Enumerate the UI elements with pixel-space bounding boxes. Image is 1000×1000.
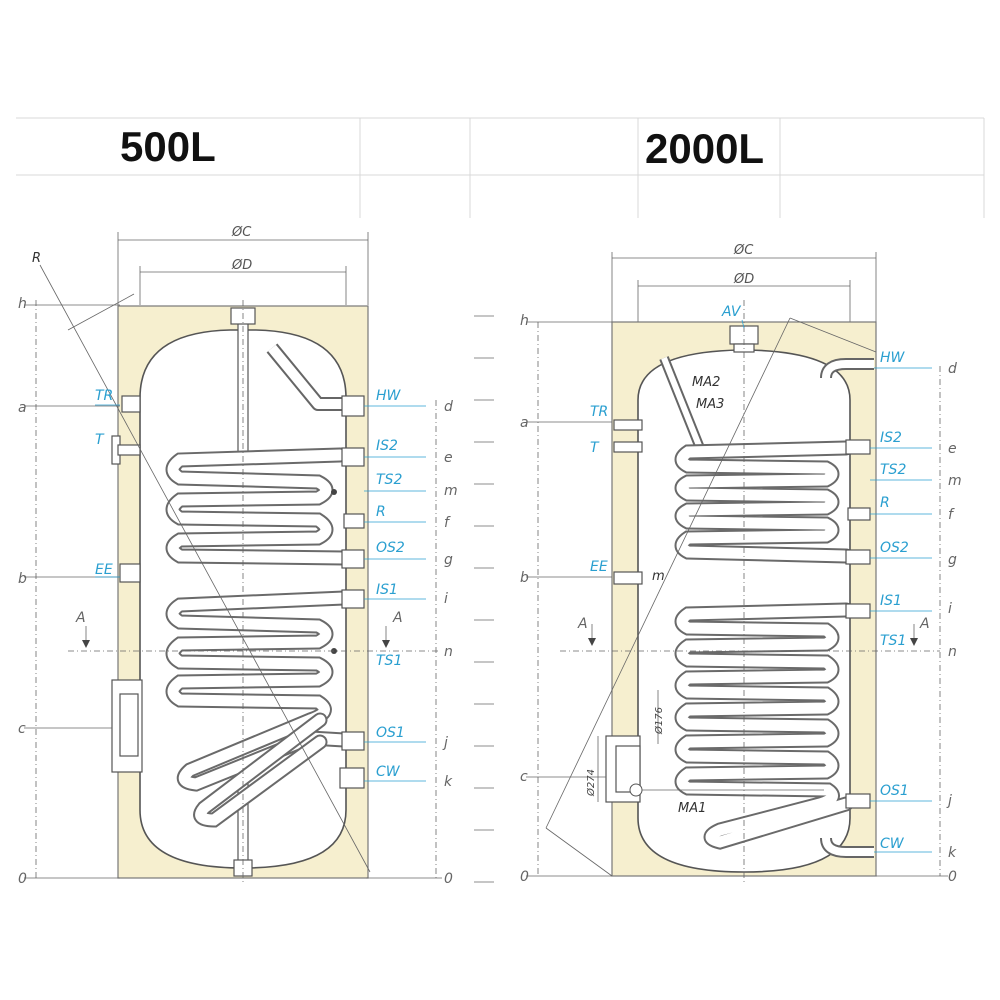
left-levels-500: h a b c 0	[18, 296, 27, 887]
level-b-500: b	[18, 571, 27, 587]
right-levels-2000: d e m f g i n j k 0	[946, 361, 962, 885]
label-d176-2000: Ø176	[653, 707, 665, 735]
port-r-2000: R	[880, 495, 890, 511]
level-d-500: d	[444, 399, 453, 415]
tank-500-drawing: ØC ØD	[24, 225, 442, 885]
right-ports-2000: HW IS2 TS2 R OS2 IS1 TS1 OS1 CW	[870, 350, 932, 853]
level-h-2000: h	[520, 313, 529, 329]
dim-inner-diameter-500: ØD	[231, 258, 252, 273]
level-k-500: k	[444, 774, 453, 790]
label-r-diagonal-500: R	[32, 251, 41, 266]
port-t-2000: T	[590, 440, 600, 456]
lower-coil-500	[165, 590, 352, 828]
level-0-500: 0	[18, 871, 27, 887]
level-j-2000: j	[946, 793, 952, 809]
level-a-2000: a	[520, 415, 529, 431]
header-grid	[16, 117, 985, 218]
level-c-500: c	[18, 721, 26, 737]
level-d-2000: d	[948, 361, 957, 377]
port-ts1-500: TS1	[376, 653, 402, 669]
port-hw-500: HW	[376, 388, 402, 404]
left-ports-2000: TR T EE	[590, 404, 608, 575]
left-ports-500: TR T EE	[95, 388, 120, 578]
port-is2-2000: IS2	[880, 430, 902, 446]
label-ma2-2000: MA2	[692, 375, 720, 390]
level-0-2000: 0	[520, 869, 529, 885]
port-os2-500: OS2	[376, 540, 405, 556]
port-ts2-2000: TS2	[880, 462, 906, 478]
section-a-left-500: A	[75, 610, 86, 626]
port-os2-2000: OS2	[880, 540, 909, 556]
right-ports-500: HW IS2 TS2 R OS2 IS1 TS1 OS1 CW	[364, 388, 426, 782]
port-ee-2000: EE	[590, 559, 608, 575]
section-a-right-2000: A	[919, 616, 930, 632]
port-ts1-2000: TS1	[880, 633, 906, 649]
port-tr-500: TR	[95, 388, 113, 404]
label-ma1-2000: MA1	[678, 801, 706, 816]
level-f-500: f	[444, 515, 451, 531]
header-2000l: 2000L	[645, 125, 764, 172]
level-h-500: h	[18, 296, 27, 312]
level-e-2000: e	[948, 441, 957, 457]
port-ts2-500: TS2	[376, 472, 402, 488]
level-e-500: e	[444, 450, 453, 466]
port-is2-500: IS2	[376, 438, 398, 454]
level-g-500: g	[444, 552, 453, 568]
level-k-2000: k	[948, 845, 957, 861]
level-n-2000: n	[948, 644, 957, 660]
level-0-right-2000: 0	[948, 869, 957, 885]
right-levels-500: d e m f g i n j k 0	[442, 399, 458, 887]
header-500l: 500L	[120, 123, 216, 170]
dim-inner-diameter-2000: ØD	[733, 272, 754, 287]
level-n-500: n	[444, 644, 453, 660]
level-a-500: a	[18, 400, 27, 416]
port-os1-500: OS1	[376, 725, 405, 741]
section-a-left-2000: A	[577, 616, 588, 632]
level-i-500: i	[444, 591, 448, 607]
level-0-right-500: 0	[444, 871, 453, 887]
section-a-right-500: A	[392, 610, 403, 626]
port-is1-2000: IS1	[880, 593, 902, 609]
port-tr-2000: TR	[590, 404, 608, 420]
tank-2000-drawing: ØC ØD	[474, 243, 948, 883]
level-i-2000: i	[948, 601, 952, 617]
port-os1-2000: OS1	[880, 783, 909, 799]
level-g-2000: g	[948, 552, 957, 568]
port-ee-500: EE	[95, 562, 113, 578]
port-t-500: T	[95, 432, 105, 448]
dim-outer-diameter-2000: ØC	[733, 243, 754, 258]
level-m-500: m	[444, 483, 458, 499]
port-r-500: R	[376, 504, 386, 520]
lower-coil-2000	[674, 602, 854, 850]
label-ma3-2000: MA3	[696, 397, 724, 412]
port-is1-500: IS1	[376, 582, 398, 598]
level-j-500: j	[442, 735, 448, 751]
level-b-2000: b	[520, 570, 529, 586]
level-f-2000: f	[948, 507, 955, 523]
level-m-2000: m	[948, 473, 962, 489]
level-c-2000: c	[520, 769, 528, 785]
label-m-diagonal-2000: m	[652, 569, 665, 584]
port-cw-500: CW	[376, 764, 401, 780]
upper-coil-2000	[674, 440, 854, 564]
port-cw-2000: CW	[880, 836, 905, 852]
left-levels-2000: h a b c 0	[520, 313, 529, 885]
label-d274-2000: Ø274	[585, 769, 597, 797]
dim-outer-diameter-500: ØC	[231, 225, 252, 240]
port-hw-2000: HW	[880, 350, 906, 366]
label-av-2000: AV	[721, 304, 742, 320]
